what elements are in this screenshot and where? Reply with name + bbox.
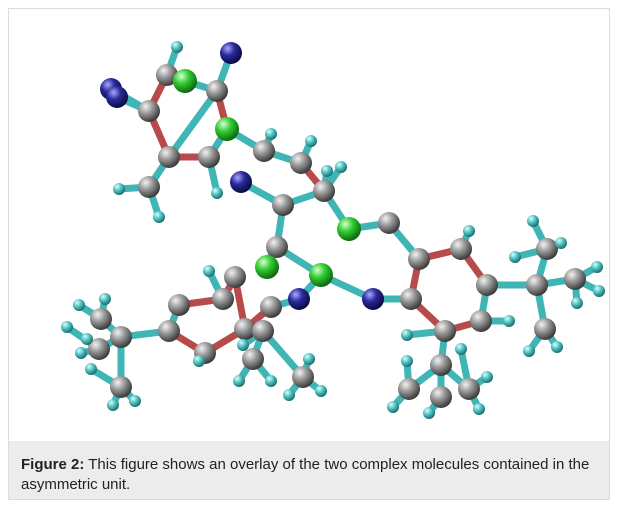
carbon-atom — [138, 176, 160, 198]
carbon-atom — [224, 266, 246, 288]
hydrogen-atom — [211, 187, 223, 199]
carbon-atom — [266, 236, 288, 258]
hydrogen-atom — [153, 211, 165, 223]
hydrogen-atom — [85, 363, 97, 375]
carbon-atom — [252, 320, 274, 342]
hydrogen-atom — [527, 215, 539, 227]
carbon-atom — [430, 354, 452, 376]
hydrogen-atom — [509, 251, 521, 263]
carbon-atom — [408, 248, 430, 270]
carbon-atom — [458, 378, 480, 400]
chlorine-atom — [337, 217, 361, 241]
hydrogen-atom — [171, 41, 183, 53]
hydrogen-atom — [265, 128, 277, 140]
hydrogen-atom — [233, 375, 245, 387]
hydrogen-atom — [503, 315, 515, 327]
hydrogen-atom — [81, 333, 93, 345]
carbon-atom — [526, 274, 548, 296]
hydrogen-atom — [473, 403, 485, 415]
nitrogen-atom — [362, 288, 384, 310]
hydrogen-atom — [113, 183, 125, 195]
carbon-atom — [400, 288, 422, 310]
hydrogen-atom — [315, 385, 327, 397]
hydrogen-atom — [129, 395, 141, 407]
hydrogen-atom — [73, 299, 85, 311]
carbon-atom — [430, 386, 452, 408]
carbon-atom — [450, 238, 472, 260]
figure-label: Figure 2: — [21, 456, 85, 473]
carbon-atom — [206, 80, 228, 102]
nitrogen-atom — [230, 171, 252, 193]
hydrogen-atom — [61, 321, 73, 333]
chlorine-atom — [309, 263, 333, 287]
chlorine-atom — [173, 69, 197, 93]
nitrogen-atom — [288, 288, 310, 310]
bond — [165, 87, 221, 161]
hydrogen-atom — [455, 343, 467, 355]
carbon-atom — [434, 320, 456, 342]
hydrogen-atom — [237, 339, 249, 351]
hydrogen-atom — [555, 237, 567, 249]
molecule-overlay-svg — [61, 41, 605, 419]
hydrogen-atom — [591, 261, 603, 273]
carbon-atom — [470, 310, 492, 332]
hydrogen-atom — [401, 355, 413, 367]
carbon-atom — [476, 274, 498, 296]
hydrogen-atom — [387, 401, 399, 413]
hydrogen-atom — [305, 135, 317, 147]
carbon-atom — [158, 146, 180, 168]
chlorine-atom — [215, 117, 239, 141]
carbon-atom — [536, 238, 558, 260]
molecular-structure-image — [9, 9, 609, 441]
carbon-atom — [158, 320, 180, 342]
hydrogen-atom — [303, 353, 315, 365]
hydrogen-atom — [551, 341, 563, 353]
carbon-atom — [313, 180, 335, 202]
carbon-atom — [260, 296, 282, 318]
hydrogen-atom — [321, 165, 333, 177]
hydrogen-atom — [283, 389, 295, 401]
carbon-atom — [378, 212, 400, 234]
figure-caption-text: This figure shows an overlay of the two … — [21, 456, 590, 493]
carbon-atom — [534, 318, 556, 340]
hydrogen-atom — [593, 285, 605, 297]
carbon-atom — [292, 366, 314, 388]
hydrogen-atom — [401, 329, 413, 341]
hydrogen-atom — [481, 371, 493, 383]
atom-layer — [61, 41, 605, 419]
carbon-atom — [242, 348, 264, 370]
hydrogen-atom — [335, 161, 347, 173]
hydrogen-atom — [107, 399, 119, 411]
hydrogen-atom — [203, 265, 215, 277]
carbon-atom — [90, 308, 112, 330]
hydrogen-atom — [423, 407, 435, 419]
hydrogen-atom — [99, 293, 111, 305]
figure-caption: Figure 2: This figure shows an overlay o… — [9, 441, 609, 499]
carbon-atom — [168, 294, 190, 316]
carbon-atom — [88, 338, 110, 360]
carbon-atom — [138, 100, 160, 122]
hydrogen-atom — [265, 375, 277, 387]
carbon-atom — [110, 376, 132, 398]
carbon-atom — [253, 140, 275, 162]
figure: Figure 2: This figure shows an overlay o… — [8, 8, 610, 500]
nitrogen-atom — [106, 86, 128, 108]
carbon-atom — [564, 268, 586, 290]
carbon-atom — [272, 194, 294, 216]
hydrogen-atom — [75, 347, 87, 359]
carbon-atom — [212, 288, 234, 310]
hydrogen-atom — [193, 355, 205, 367]
chlorine-atom — [255, 255, 279, 279]
carbon-atom — [198, 146, 220, 168]
hydrogen-atom — [523, 345, 535, 357]
carbon-atom — [156, 64, 178, 86]
hydrogen-atom — [463, 225, 475, 237]
carbon-atom — [110, 326, 132, 348]
nitrogen-atom — [220, 42, 242, 64]
hydrogen-atom — [571, 297, 583, 309]
carbon-atom — [290, 152, 312, 174]
carbon-atom — [234, 318, 256, 340]
carbon-atom — [398, 378, 420, 400]
